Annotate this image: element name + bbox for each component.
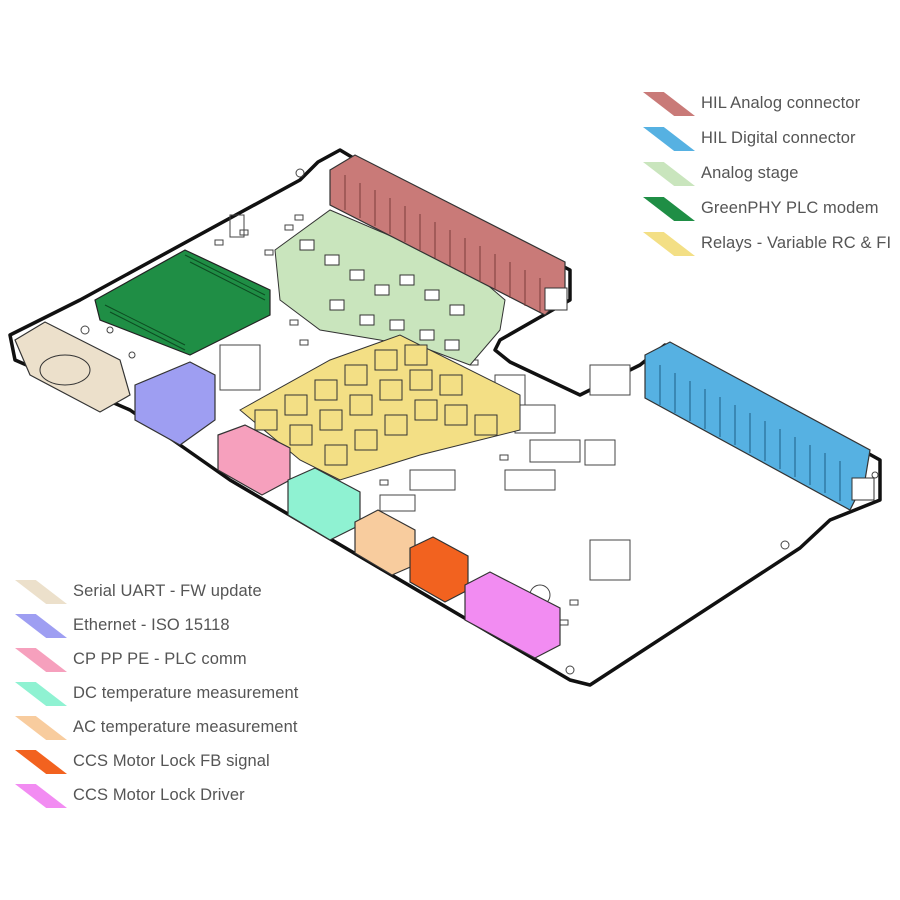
relay-blocks [254, 344, 498, 466]
legend-label-serial-uart: Serial UART - FW update [73, 582, 262, 600]
greenphy-plc-modem [94, 249, 271, 356]
legend-bottom: Serial UART - FW update Ethernet - ISO 1… [15, 554, 335, 814]
legend-label-ccs-motor-lock-driver: CCS Motor Lock Driver [73, 786, 245, 804]
legend-swatch-cp-pp-pe [15, 648, 67, 672]
ccs-motor-lock-driver-connector [464, 571, 561, 659]
hil-analog-connector-pins [344, 175, 541, 312]
analog-stage-components [299, 239, 465, 351]
legend-label-ccs-motor-lock-fb: CCS Motor Lock FB signal [73, 752, 270, 770]
legend-swatch-analog-stage [643, 162, 695, 186]
legend-label-cp-pp-pe: CP PP PE - PLC comm [73, 650, 247, 668]
serial-uart-port [39, 354, 91, 386]
legend-swatch-ccs-motor-lock-fb [15, 750, 67, 774]
legend-swatch-hil-digital [643, 127, 695, 151]
legend-swatch-relays [643, 232, 695, 256]
legend-label-hil-digital: HIL Digital connector [701, 129, 856, 147]
legend-swatch-ac-temperature [15, 716, 67, 740]
ethernet-connector [134, 361, 216, 446]
legend-swatch-dc-temperature [15, 682, 67, 706]
legend-swatch-hil-analog [643, 92, 695, 116]
legend-top: HIL Analog connector HIL Digital connect… [643, 92, 898, 282]
legend-swatch-ethernet [15, 614, 67, 638]
legend-label-dc-temperature: DC temperature measurement [73, 684, 299, 702]
legend-label-greenphy: GreenPHY PLC modem [701, 199, 879, 217]
legend-label-analog-stage: Analog stage [701, 164, 799, 182]
hil-digital-connector-mount [851, 477, 875, 501]
legend-label-hil-analog: HIL Analog connector [701, 94, 861, 112]
hil-analog-connector-mount [544, 287, 568, 311]
legend-label-ac-temperature: AC temperature measurement [73, 718, 298, 736]
greenphy-pins [104, 254, 266, 351]
legend-swatch-greenphy [643, 197, 695, 221]
legend-swatch-serial-uart [15, 580, 67, 604]
legend-swatch-ccs-motor-lock-driver [15, 784, 67, 808]
legend-label-ethernet: Ethernet - ISO 15118 [73, 616, 230, 634]
hil-digital-connector-pins [659, 365, 841, 501]
legend-label-relays: Relays - Variable RC & FI [701, 234, 892, 252]
